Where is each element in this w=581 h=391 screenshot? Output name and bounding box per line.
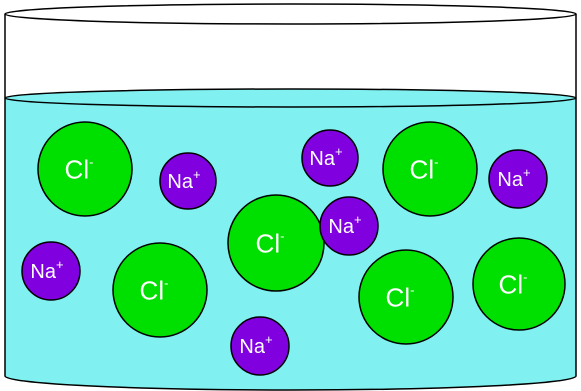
chloride-ion-label: Cl- [386,282,415,312]
chloride-ion-label: Cl- [140,275,169,305]
sodium-ion-2: Na+ [301,129,359,187]
sodium-ion-label: Na+ [30,257,63,283]
chloride-ion-circle [358,249,454,345]
sodium-ion-1: Na+ [159,152,217,210]
chloride-ion-circle [37,121,133,217]
sodium-ion-label: Na+ [239,332,272,358]
sodium-ion-circle [319,196,379,256]
chloride-ion-circle [227,194,325,292]
sodium-ion-circle [230,316,290,376]
sodium-ion-6: Na+ [230,316,290,376]
chloride-ion-3: Cl- [227,194,325,292]
chloride-ion-label: Cl- [65,154,94,184]
chloride-ion-label: Cl- [499,269,528,299]
sodium-ion-circle [488,149,548,209]
chloride-ion-circle [112,242,208,338]
chloride-ion-1: Cl- [37,121,133,217]
sodium-ion-3: Na+ [488,149,548,209]
water-surface [4,88,577,108]
sodium-ion-label: Na+ [328,212,361,238]
sodium-ion-label: Na+ [167,167,200,193]
beaker-rim [4,3,577,25]
chloride-ion-4: Cl- [112,242,208,338]
sodium-ion-4: Na+ [319,196,379,256]
beaker-bottom [4,375,577,391]
chloride-ion-label: Cl- [256,228,285,258]
sodium-ion-circle [301,129,359,187]
chloride-ion-label: Cl- [410,154,439,184]
chloride-ion-6: Cl- [472,237,566,331]
sodium-ion-label: Na+ [309,144,342,170]
sodium-ion-5: Na+ [21,241,81,301]
sodium-ion-circle [159,152,217,210]
chloride-ion-5: Cl- [358,249,454,345]
chloride-ion-circle [472,237,566,331]
chloride-ion-circle [382,121,478,217]
chloride-ion-2: Cl- [382,121,478,217]
ions-layer: Cl- Cl- Cl- Cl- Cl- Cl- Na+ Na+ Na+ Na+ Na+ Na+ [21,121,566,376]
sodium-ion-label: Na+ [497,165,530,191]
sodium-ion-circle [21,241,81,301]
